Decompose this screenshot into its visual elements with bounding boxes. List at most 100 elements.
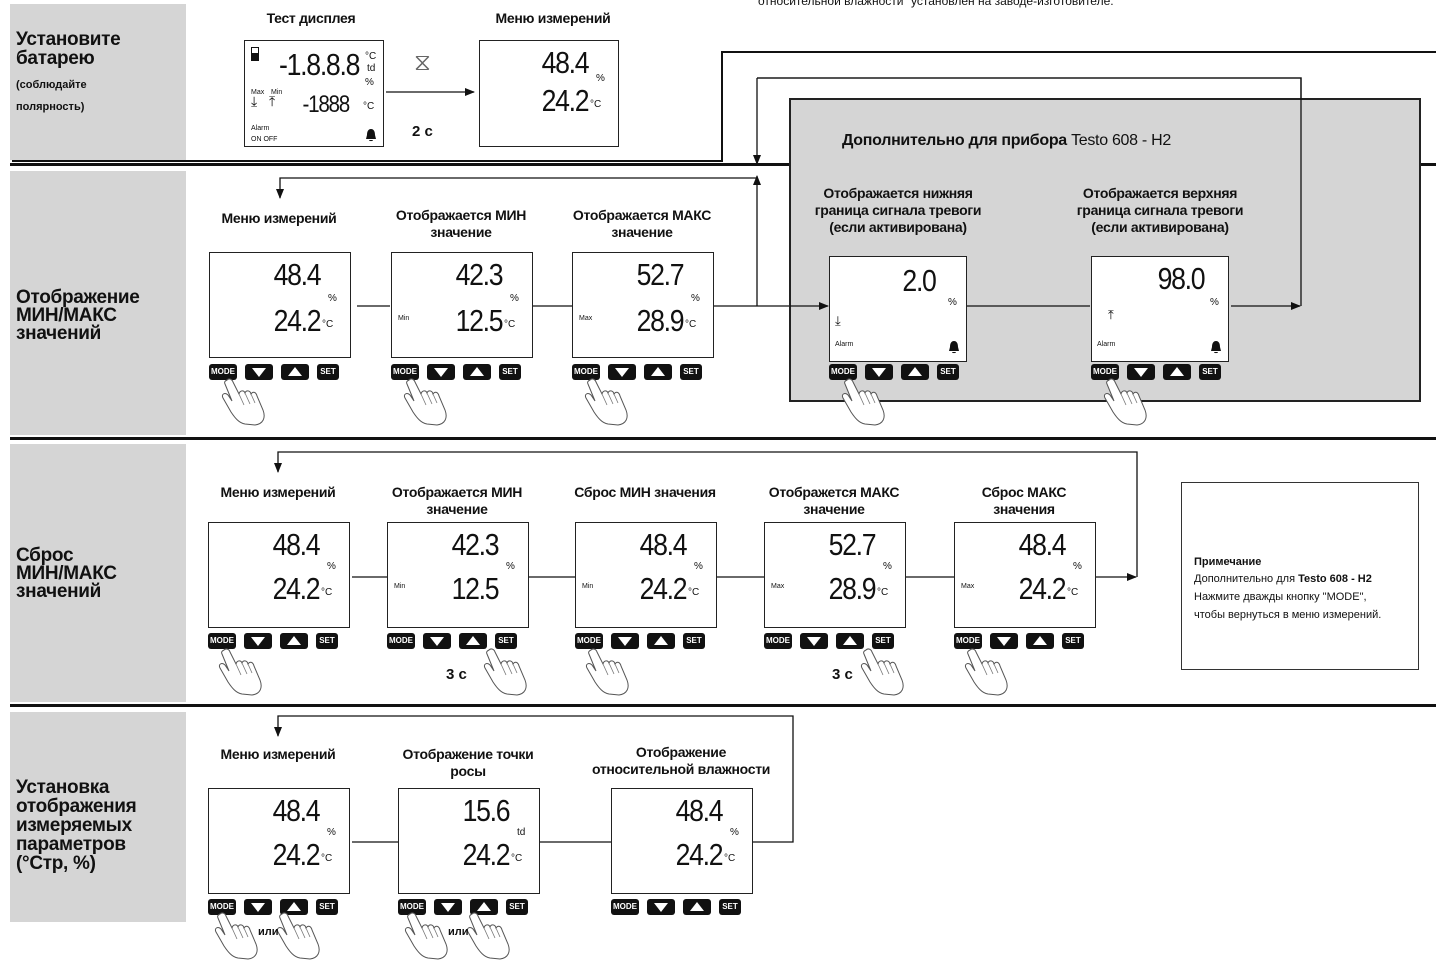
pointing-hand-icon	[277, 912, 320, 960]
down-button[interactable]	[865, 364, 893, 380]
bell-icon	[1211, 341, 1221, 354]
set-button[interactable]: SET	[719, 899, 741, 915]
lcd-params-2: 48.4%24.2°C	[611, 788, 753, 894]
triangle-up-icon	[908, 367, 922, 376]
keypad: MODE SET	[391, 364, 521, 380]
up-button[interactable]	[836, 633, 864, 649]
mode-button[interactable]: MODE	[209, 364, 237, 380]
down-button[interactable]	[244, 633, 272, 649]
up-button[interactable]	[470, 899, 498, 915]
set-button[interactable]: SET	[1062, 633, 1084, 649]
bell-icon	[366, 129, 376, 142]
pointing-hand-icon	[842, 378, 885, 426]
down-button[interactable]	[245, 364, 273, 380]
down-button[interactable]	[434, 899, 462, 915]
up-button[interactable]	[901, 364, 929, 380]
set-button[interactable]: SET	[317, 364, 339, 380]
keypad: MODE SET	[829, 364, 959, 380]
mode-button[interactable]: MODE	[1091, 364, 1119, 380]
pointing-hand-icon	[215, 912, 258, 960]
lcd-measure-menu: 48.4 % 24.2 °C	[479, 40, 619, 147]
keypad: MODE SET	[209, 364, 339, 380]
set-button[interactable]: SET	[316, 899, 338, 915]
up-button[interactable]	[683, 899, 711, 915]
mode-button[interactable]: MODE	[391, 364, 419, 380]
caption-reset-2: Сброс МИН значения	[574, 484, 716, 500]
section-label-reset: Сброс МИН/МАКС значений	[10, 444, 186, 702]
set-button[interactable]: SET	[872, 633, 894, 649]
triangle-up-icon	[477, 902, 491, 911]
down-button[interactable]	[608, 364, 636, 380]
triangle-down-icon	[1134, 368, 1148, 377]
set-button[interactable]: SET	[683, 633, 705, 649]
up-button[interactable]	[280, 899, 308, 915]
mode-button[interactable]: MODE	[954, 633, 982, 649]
triangle-down-icon	[251, 903, 265, 912]
up-button[interactable]	[280, 633, 308, 649]
up-button[interactable]	[459, 633, 487, 649]
pointing-hand-icon	[404, 378, 447, 426]
down-button[interactable]	[1127, 364, 1155, 380]
up-button[interactable]	[647, 633, 675, 649]
keypad: MODE SET	[208, 633, 338, 649]
triangle-up-icon	[1033, 636, 1047, 645]
section-divider	[10, 437, 1436, 440]
set-button[interactable]: SET	[506, 899, 528, 915]
triangle-up-icon	[1170, 367, 1184, 376]
triangle-up-icon	[690, 902, 704, 911]
bell-icon	[949, 341, 959, 354]
section-divider	[10, 163, 1436, 166]
down-button[interactable]	[611, 633, 639, 649]
triangle-down-icon	[252, 368, 266, 377]
mode-button[interactable]: MODE	[829, 364, 857, 380]
mode-button[interactable]: MODE	[398, 899, 426, 915]
set-button[interactable]: SET	[937, 364, 959, 380]
arrow-up-bar-icon: ⤒	[1108, 308, 1114, 323]
set-button[interactable]: SET	[495, 633, 517, 649]
down-button[interactable]	[990, 633, 1018, 649]
delay-label: 3 с	[446, 666, 467, 683]
note-box: Примечание Дополнительно для Testo 608 -…	[1181, 482, 1419, 670]
set-button[interactable]: SET	[316, 633, 338, 649]
battery-icon	[251, 47, 259, 61]
down-button[interactable]	[647, 899, 675, 915]
set-button[interactable]: SET	[1199, 364, 1221, 380]
pointing-hand-icon	[585, 378, 628, 426]
mode-button[interactable]: MODE	[208, 633, 236, 649]
pointing-hand-icon	[586, 648, 629, 696]
triangle-up-icon	[654, 636, 668, 645]
up-button[interactable]	[281, 364, 309, 380]
triangle-down-icon	[615, 368, 629, 377]
keypad: MODE SET	[208, 899, 338, 915]
mode-button[interactable]: MODE	[764, 633, 792, 649]
down-button[interactable]	[800, 633, 828, 649]
section-divider	[10, 704, 1436, 707]
set-button[interactable]: SET	[499, 364, 521, 380]
down-button[interactable]	[244, 899, 272, 915]
or-label: или	[258, 926, 279, 938]
up-button[interactable]	[1026, 633, 1054, 649]
mode-button[interactable]: MODE	[208, 899, 236, 915]
triangle-up-icon	[287, 902, 301, 911]
triangle-down-icon	[997, 637, 1011, 646]
mode-button[interactable]: MODE	[387, 633, 415, 649]
arrow-up-bar-icon: ⤒	[269, 94, 276, 110]
up-button[interactable]	[463, 364, 491, 380]
up-button[interactable]	[644, 364, 672, 380]
mode-button[interactable]: MODE	[572, 364, 600, 380]
down-button[interactable]	[427, 364, 455, 380]
triangle-up-icon	[287, 636, 301, 645]
mode-button[interactable]: MODE	[575, 633, 603, 649]
up-button[interactable]	[1163, 364, 1191, 380]
down-button[interactable]	[423, 633, 451, 649]
mode-button[interactable]: MODE	[611, 899, 639, 915]
set-button[interactable]: SET	[680, 364, 702, 380]
pointing-hand-icon	[484, 648, 527, 696]
